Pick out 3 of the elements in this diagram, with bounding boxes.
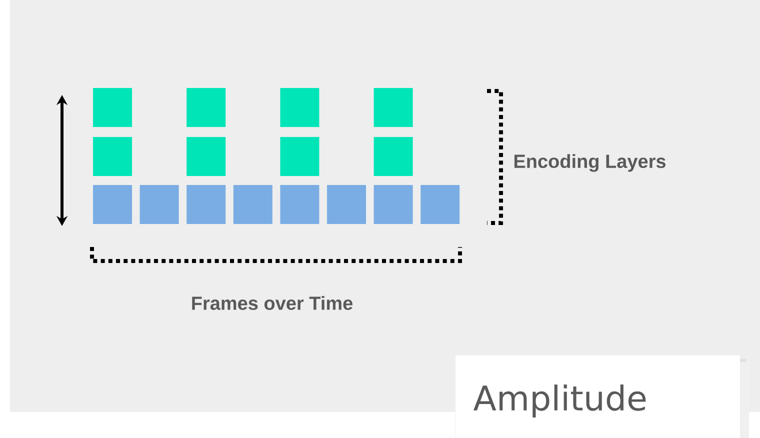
axis-label: Encoding Layers (514, 154, 666, 172)
tooltip-box: Amplitude (455, 354, 749, 438)
axis-label: Frames over Time (192, 296, 352, 310)
